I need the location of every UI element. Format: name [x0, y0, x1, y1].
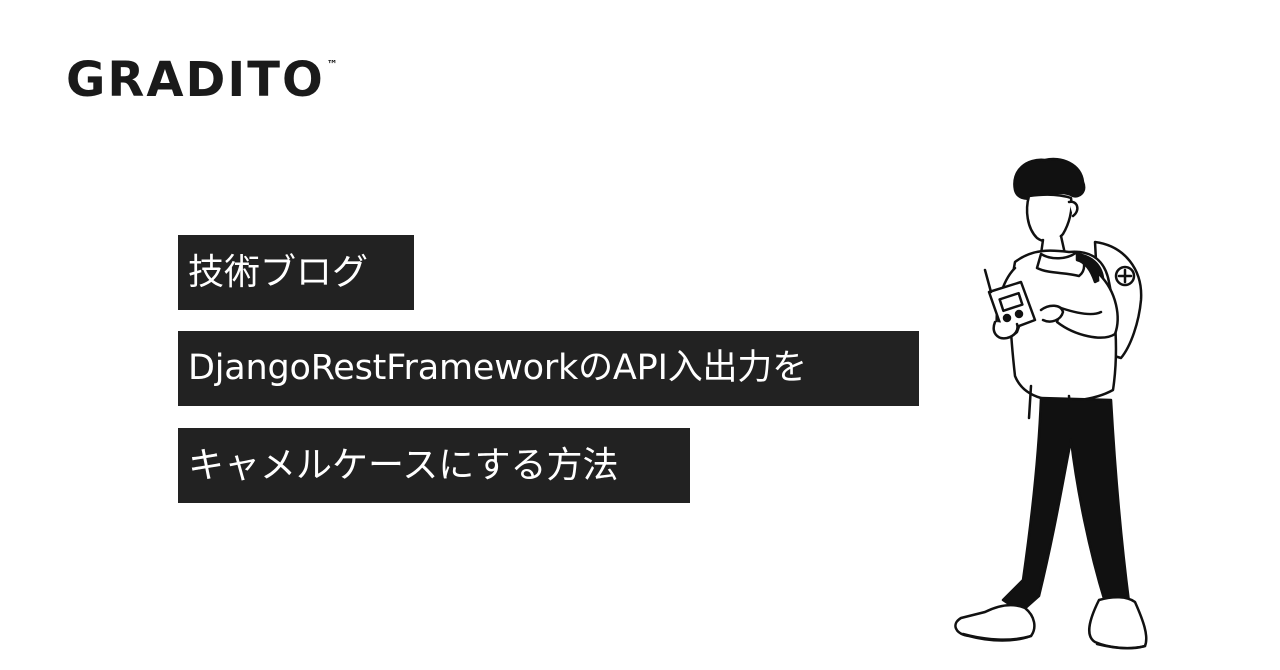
hair: [1013, 157, 1086, 200]
face: [1025, 193, 1073, 243]
title-line: DjangoRestFrameworkのAPI入出力を: [178, 331, 919, 406]
right-shoe: [1087, 596, 1148, 650]
walking-person-illustration: [954, 157, 1148, 650]
pants: [1001, 396, 1131, 614]
trademark-symbol: ™: [326, 58, 338, 71]
logo-text: GRADITO: [66, 52, 325, 108]
category-tag: 技術ブログ: [178, 235, 414, 310]
brand-logo[interactable]: GRADITO ™: [66, 54, 338, 106]
title-line: キャメルケースにする方法: [178, 428, 690, 503]
